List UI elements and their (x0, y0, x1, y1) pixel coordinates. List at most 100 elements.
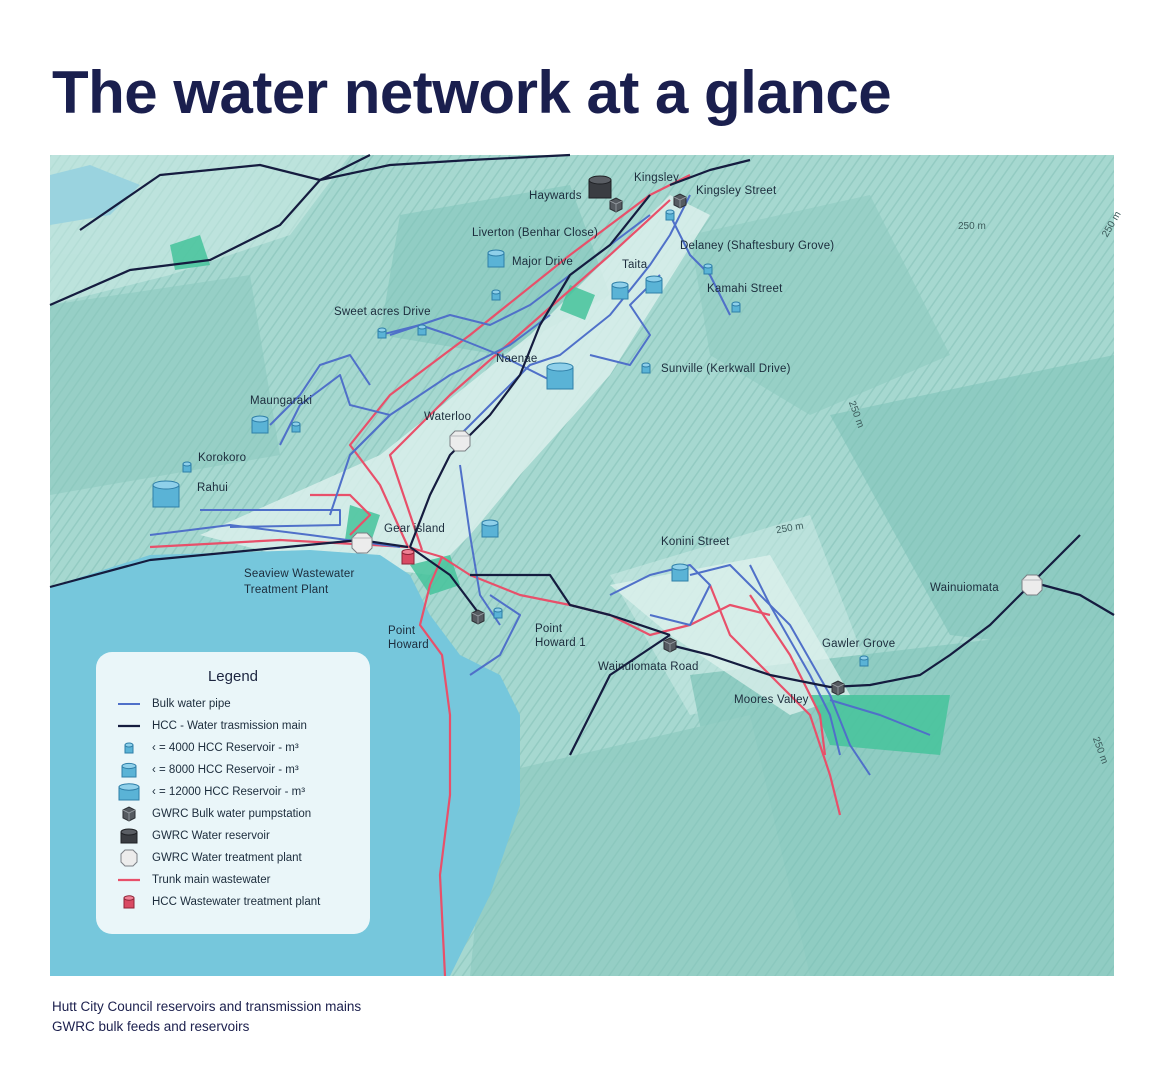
legend-label: ‹ = 12000 HCC Reservoir - m³ (152, 786, 306, 798)
legend-label: GWRC Water reservoir (152, 830, 270, 842)
reservoir-sweet-acres-2 (417, 324, 427, 336)
reservoir-sunville (641, 362, 651, 374)
legend-item-reservoir-large: ‹ = 12000 HCC Reservoir - m³ (116, 782, 305, 802)
trunk-wastewater-line-icon (118, 878, 140, 882)
transmission-main-line-icon (118, 724, 140, 728)
lake (50, 165, 140, 225)
place-label-major-drive: Major Drive (512, 256, 573, 268)
legend-label: ‹ = 8000 HCC Reservoir - m³ (152, 764, 299, 776)
legend-item-bulk-water-pipe: Bulk water pipe (116, 694, 231, 714)
place-label-delaney: Delaney (Shaftesbury Grove) (680, 240, 835, 252)
pumpstation-icon (122, 806, 136, 822)
gwrc-pumpstations (471, 193, 845, 696)
reservoir-small-icon (124, 742, 134, 754)
contour-label: 250 m (958, 221, 986, 232)
bulk-water-pipe-line-icon (118, 703, 140, 705)
legend-item-gwrc-reservoir: GWRC Water reservoir (116, 826, 270, 846)
reservoir-taita-1 (611, 281, 629, 300)
reservoir-taita-2 (645, 275, 663, 294)
treatment-plant-icon (120, 849, 138, 867)
place-label-liverton: Liverton (Benhar Close) (472, 227, 599, 239)
reservoir-sweet-acres-1 (377, 327, 387, 339)
place-label-gear-island: Gear island (384, 523, 446, 535)
reservoir-point-howard-1 (493, 607, 503, 619)
reservoir-korokoro (182, 461, 192, 473)
treatment-plant-gear-island (351, 532, 373, 554)
place-label-moores-valley: Moores Valley (734, 694, 809, 706)
bulk-water-pipe-network (149, 194, 931, 776)
legend-label: Trunk main wastewater (152, 874, 271, 886)
place-label-kingsley-street: Kingsley Street (696, 185, 777, 197)
hcc-wastewater-plant-seaview (401, 549, 415, 565)
place-label-point-howard-1-line2: Howard 1 (535, 637, 586, 649)
legend-item-reservoir-medium: ‹ = 8000 HCC Reservoir - m³ (116, 760, 299, 780)
reservoir-large-icon (118, 783, 140, 801)
legend-item-treatment-plant: GWRC Water treatment plant (116, 848, 302, 868)
reservoir-liverton (665, 209, 675, 221)
map-footnote: Hutt City Council reservoirs and transmi… (52, 997, 361, 1037)
reservoir-medium-icon (121, 762, 137, 778)
hcc-reservoirs (152, 209, 869, 667)
reservoir-kamahi (731, 301, 741, 313)
reservoir-konini (671, 563, 689, 582)
reservoir-delaney (703, 263, 713, 275)
reservoir-gear-island-east (481, 519, 499, 538)
legend-label: ‹ = 4000 HCC Reservoir - m³ (152, 742, 299, 754)
gwrc-reservoir-icon (120, 828, 138, 844)
legend-item-wastewater-plant: HCC Wastewater treatment plant (116, 892, 320, 912)
place-label-korokoro: Korokoro (198, 452, 247, 464)
reservoir-naenae (546, 362, 574, 390)
pumpstation-haywards (609, 197, 623, 213)
legend-label: Bulk water pipe (152, 698, 231, 710)
legend-title: Legend (207, 668, 259, 685)
footnote-line-2: GWRC bulk feeds and reservoirs (52, 1019, 250, 1034)
park-areas (170, 235, 950, 755)
gwrc-reservoir-haywards (588, 175, 612, 199)
pumpstation-wainuiomata-road (663, 637, 677, 653)
reservoir-maungaraki-2 (291, 421, 301, 433)
place-label-seaview-line2: Treatment Plant (244, 584, 329, 596)
place-label-gawler-grove: Gawler Grove (822, 638, 896, 650)
legend-item-trunk-wastewater: Trunk main wastewater (116, 870, 270, 890)
place-label-wainuiomata: Wainuiomata (930, 582, 999, 594)
pumpstation-kingsley-street (673, 193, 687, 209)
wastewater-plant-icon (123, 895, 135, 909)
reservoir-gawler-grove (859, 655, 869, 667)
reservoir-major-drive-small (491, 289, 501, 301)
place-label-naenae: Naenae (496, 353, 538, 365)
pumpstation-point-howard (471, 609, 485, 625)
legend-item-transmission-main: HCC - Water trasmission main (116, 716, 307, 736)
footnote-line-1: Hutt City Council reservoirs and transmi… (52, 999, 362, 1014)
place-label-taita: Taita (622, 259, 648, 271)
trunk-wastewater-network (149, 174, 842, 977)
legend-label: HCC Wastewater treatment plant (152, 896, 321, 908)
place-label-point-howard-line2: Howard (388, 639, 429, 651)
pumpstation-moores-valley (831, 680, 845, 696)
place-label-point-howard-1-line1: Point (535, 623, 563, 635)
transmission-main-network (49, 153, 1115, 756)
place-label-rahui: Rahui (197, 482, 229, 494)
place-label-kingsley: Kingsley (634, 172, 680, 184)
legend-label: GWRC Bulk water pumpstation (152, 808, 312, 820)
place-label-maungaraki: Maungaraki (250, 395, 313, 407)
place-label-haywards: Haywards (529, 190, 582, 202)
treatment-plant-wainuiomata (1021, 574, 1043, 596)
place-label-sweet-acres-drive: Sweet acres Drive (334, 306, 431, 318)
legend-label: GWRC Water treatment plant (152, 852, 302, 864)
legend-label: HCC - Water trasmission main (152, 720, 307, 732)
legend-item-reservoir-small: ‹ = 4000 HCC Reservoir - m³ (116, 738, 299, 758)
place-label-waterloo: Waterloo (424, 411, 472, 423)
legend-item-pumpstation: GWRC Bulk water pumpstation (116, 804, 311, 824)
gwrc-treatment-plants (351, 430, 1043, 596)
page-title: The water network at a glance (52, 59, 892, 126)
place-label-kamahi-street: Kamahi Street (707, 283, 783, 295)
reservoir-major-drive (487, 249, 505, 268)
place-label-sunville: Sunville (Kerkwall Drive) (661, 363, 791, 375)
place-label-wainuiomata-road: Wainuiomata Road (598, 661, 699, 673)
reservoir-maungaraki-1 (251, 415, 269, 434)
treatment-plant-waterloo (449, 430, 471, 452)
place-label-konini-street: Konini Street (661, 536, 730, 548)
place-label-seaview-line1: Seaview Wastewater (244, 568, 355, 580)
place-label-point-howard-line1: Point (388, 625, 416, 637)
map-legend: Legend Bulk water pipe HCC - Water trasm… (96, 652, 370, 934)
